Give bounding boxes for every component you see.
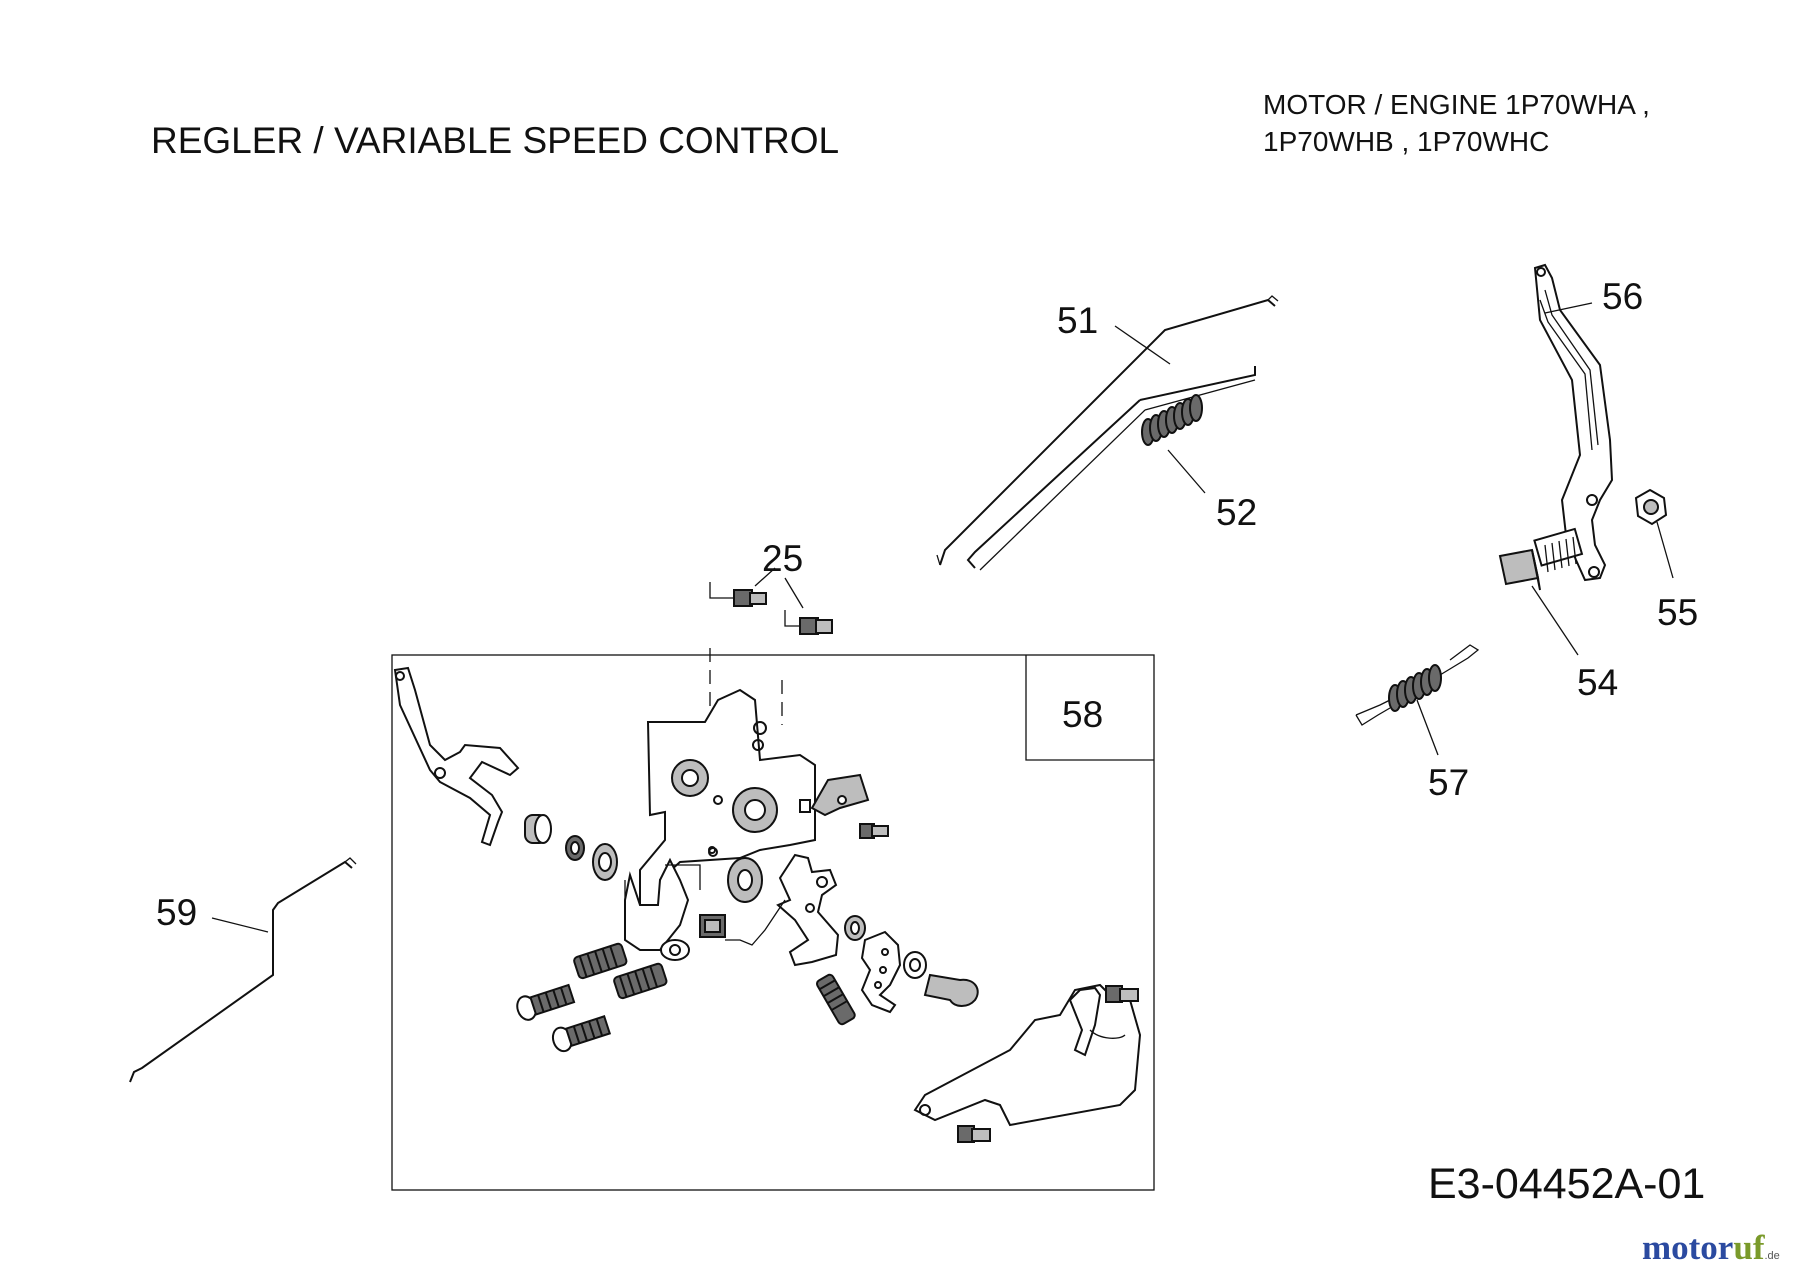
watermark-logo: motoruf.de [1642,1228,1780,1268]
watermark-part-2: uf [1733,1228,1765,1267]
main-bracket [624,688,816,961]
leader-25b [784,577,804,609]
watermark-part-1: motor [1642,1228,1734,1267]
governor-lever [393,666,520,847]
leader-52 [1167,449,1206,494]
watermark-part-3: .de [1764,1250,1780,1262]
part-57-spring [1355,644,1480,726]
leader-57 [1416,699,1439,756]
callout-25: 25 [762,538,804,579]
diagram-code: E3-04452A-01 [1428,1160,1706,1208]
callout-54: 54 [1577,662,1619,703]
callout-52: 52 [1216,492,1258,533]
leader-54 [1531,585,1579,656]
bushing [708,847,763,903]
engine-line-1: MOTOR / ENGINE 1P70WHA , [1263,89,1650,120]
leader-55 [1656,521,1674,579]
part-25-screws [709,582,833,725]
callout-55: 55 [1657,592,1699,633]
bottom-plate [913,983,1142,1127]
part-55-nut [1634,488,1668,526]
page-title: REGLER / VARIABLE SPEED CONTROL [151,120,840,161]
cable-end [699,899,786,946]
governor-arm [776,853,979,1014]
callout-51: 51 [1057,300,1099,341]
part-52-spring-rod [966,366,1256,571]
leader-56 [1544,302,1593,314]
leader-25a [754,567,776,587]
plate-screws [957,985,1139,1143]
callout-56: 56 [1602,276,1644,317]
assembly-box-58 [391,654,1155,1191]
screws [516,983,612,1053]
engine-line-2: 1P70WHB , 1P70WHC [1263,126,1550,157]
part-51-rod [936,295,1279,566]
part-59-wire [129,857,357,1083]
callout-57: 57 [1428,762,1470,803]
part-56-lever [1533,263,1614,582]
leader-51-line [1114,325,1171,365]
washers [524,814,618,881]
callout-59: 59 [156,892,198,933]
part-54-bolt [1498,527,1584,591]
callout-58: 58 [1062,694,1104,735]
leader-59 [211,917,269,933]
small-bracket [810,773,889,839]
springs [573,942,856,1026]
engine-models: MOTOR / ENGINE 1P70WHA , 1P70WHB , 1P70W… [1263,86,1650,160]
